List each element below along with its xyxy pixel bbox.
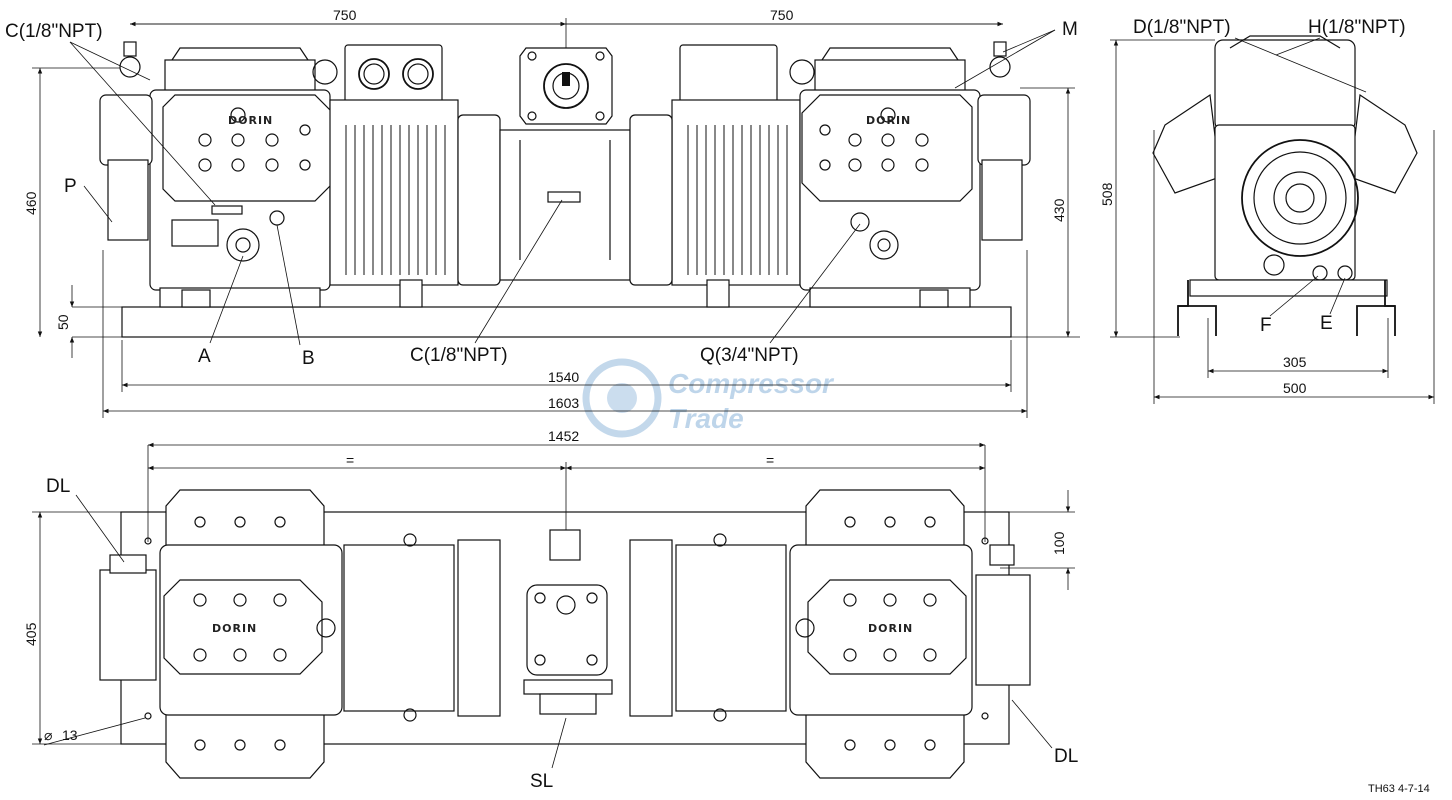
dim-1452: 1452	[548, 428, 579, 444]
watermark: Compressor Trade	[582, 358, 835, 438]
dim-430: 430	[1051, 198, 1067, 222]
label-c-top-left: C(1/8"NPT)	[5, 21, 103, 42]
dim-equal-left: =	[346, 452, 354, 468]
base-frame	[121, 306, 1012, 338]
dim-305: 305	[1283, 354, 1307, 370]
dim-hole-13: 13	[62, 727, 78, 743]
left-motor-top	[343, 544, 455, 712]
brand-label-right: DORIN	[866, 114, 911, 127]
dim-1540: 1540	[548, 369, 579, 385]
right-compressor-front: DORIN	[799, 41, 1031, 308]
label-dl-left: DL	[46, 476, 70, 497]
brand-label-top-right: DORIN	[868, 622, 913, 635]
right-motor-front	[629, 44, 815, 308]
center-block-front	[499, 47, 631, 281]
dim-460: 460	[23, 191, 39, 215]
front-view: DORIN	[5, 7, 1080, 418]
brand-label-left: DORIN	[228, 114, 273, 127]
right-compressor-top: DORIN	[789, 489, 1031, 779]
label-f: F	[1260, 315, 1272, 336]
dim-750-left: 750	[333, 7, 357, 23]
label-q: Q(3/4"NPT)	[700, 345, 799, 366]
dim-750-right: 750	[770, 7, 794, 23]
label-d: D(1/8"NPT)	[1133, 17, 1231, 38]
suction-block-top	[523, 529, 613, 715]
dim-500: 500	[1283, 380, 1307, 396]
label-dl-right: DL	[1054, 746, 1078, 767]
label-e: E	[1320, 313, 1333, 334]
label-m: M	[1062, 19, 1078, 40]
label-b: B	[302, 348, 315, 369]
drawing-id: TH63 4-7-14	[1368, 783, 1430, 795]
left-compressor-top: DORIN	[99, 489, 343, 779]
dim-100: 100	[1051, 531, 1067, 555]
dim-1603: 1603	[548, 395, 579, 411]
top-view: DORIN	[23, 428, 1078, 792]
watermark-line1: Compressor	[668, 368, 835, 399]
left-motor-front	[312, 44, 501, 308]
dim-hole-symbol: ⌀	[44, 727, 52, 743]
right-motor-top	[675, 544, 787, 712]
left-coupling-top	[457, 539, 501, 717]
label-sl: SL	[530, 771, 553, 792]
label-a: A	[198, 346, 211, 367]
dim-405: 405	[23, 622, 39, 646]
label-c-bottom: C(1/8"NPT)	[410, 345, 508, 366]
dim-508: 508	[1099, 182, 1115, 206]
label-p: P	[64, 176, 77, 197]
dim-50: 50	[55, 314, 71, 330]
watermark-line2: Trade	[668, 403, 744, 434]
brand-label-top-left: DORIN	[212, 622, 257, 635]
dim-equal-right: =	[766, 452, 774, 468]
label-h: H(1/8"NPT)	[1308, 17, 1406, 38]
side-view: 508 305 500 D(1/8"NPT) H(1/8"NPT) F E	[1099, 17, 1435, 404]
left-compressor-front: DORIN	[99, 41, 334, 308]
right-coupling-top	[629, 539, 673, 717]
